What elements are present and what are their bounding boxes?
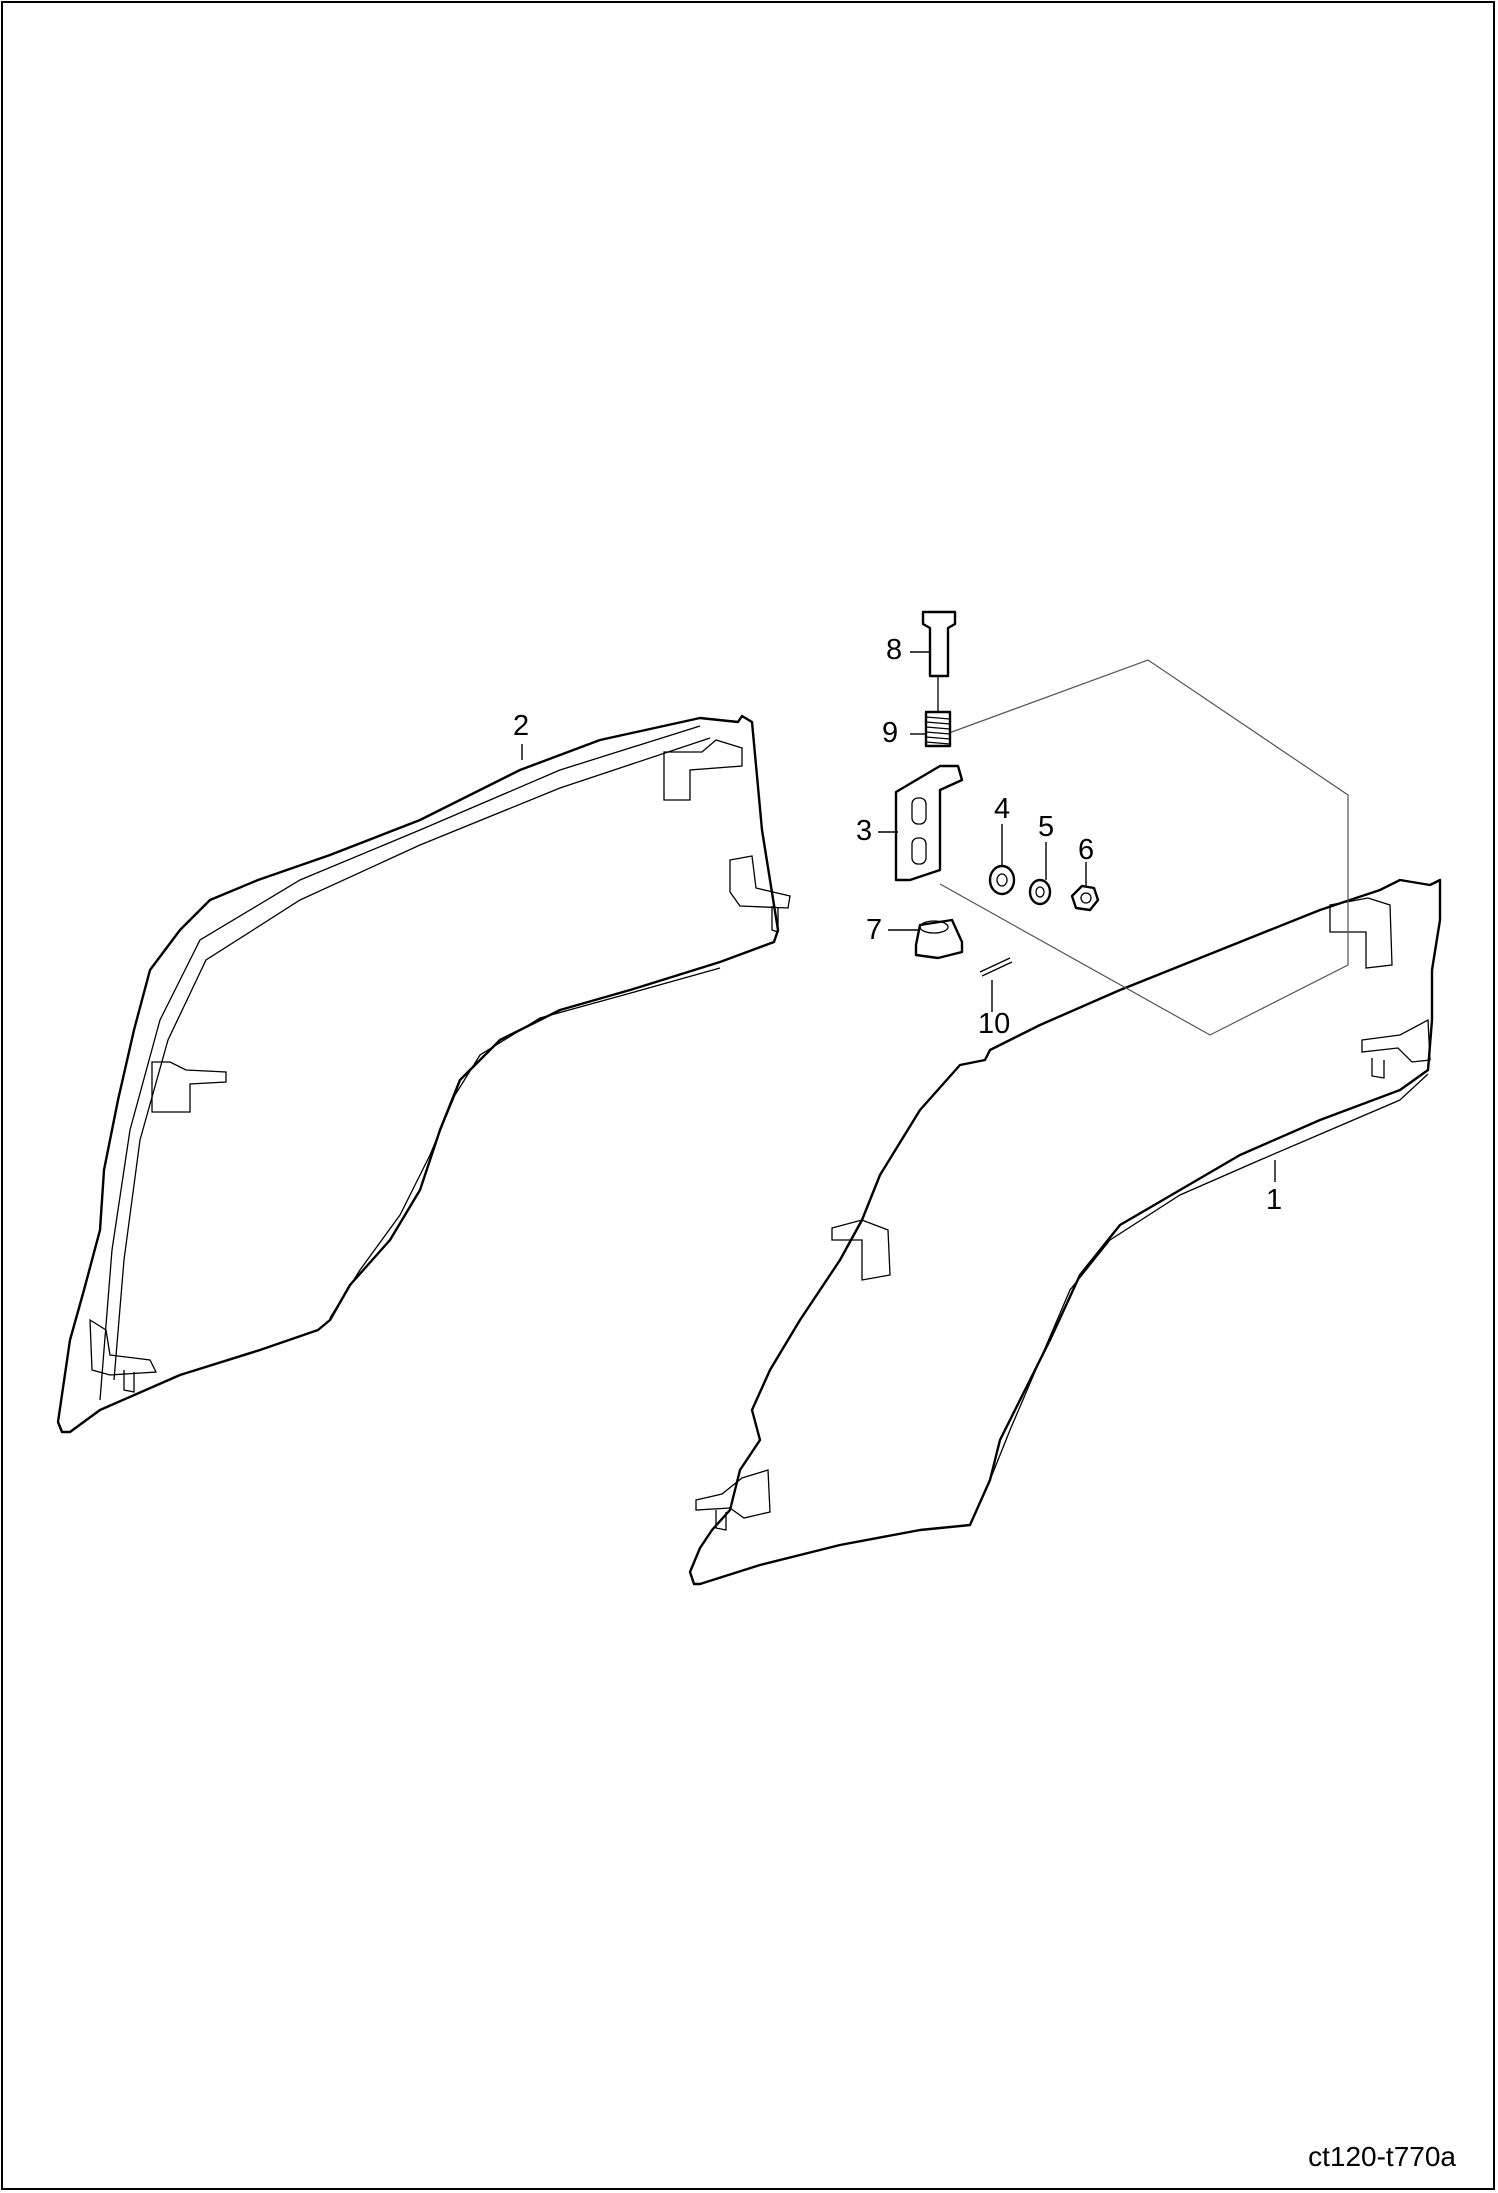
fender-panel-right	[688, 878, 1442, 1586]
callout-1: 1	[1266, 1184, 1283, 1216]
figure-code: ct120-t770a	[1308, 2141, 1456, 2172]
callout-6: 6	[1078, 834, 1095, 866]
callout-5: 5	[1038, 811, 1055, 843]
hex-nut	[1070, 884, 1100, 912]
flat-washer	[988, 864, 1016, 896]
pin	[921, 610, 957, 678]
callout-2: 2	[513, 710, 530, 742]
callout-10: 10	[978, 1008, 1011, 1040]
latch-bracket	[894, 764, 964, 882]
bumper	[914, 918, 964, 960]
assembly-guide-lines	[929, 659, 1349, 1036]
callout-leaders	[521, 651, 1276, 1182]
fender-panel-left	[56, 714, 791, 1434]
spring	[924, 676, 952, 748]
lock-washer	[1028, 878, 1052, 906]
callout-7: 7	[866, 914, 883, 946]
cotter-pin	[979, 957, 1013, 977]
callout-3: 3	[856, 815, 873, 847]
callout-8: 8	[886, 634, 903, 666]
callout-9: 9	[882, 717, 899, 749]
callout-4: 4	[994, 793, 1011, 825]
